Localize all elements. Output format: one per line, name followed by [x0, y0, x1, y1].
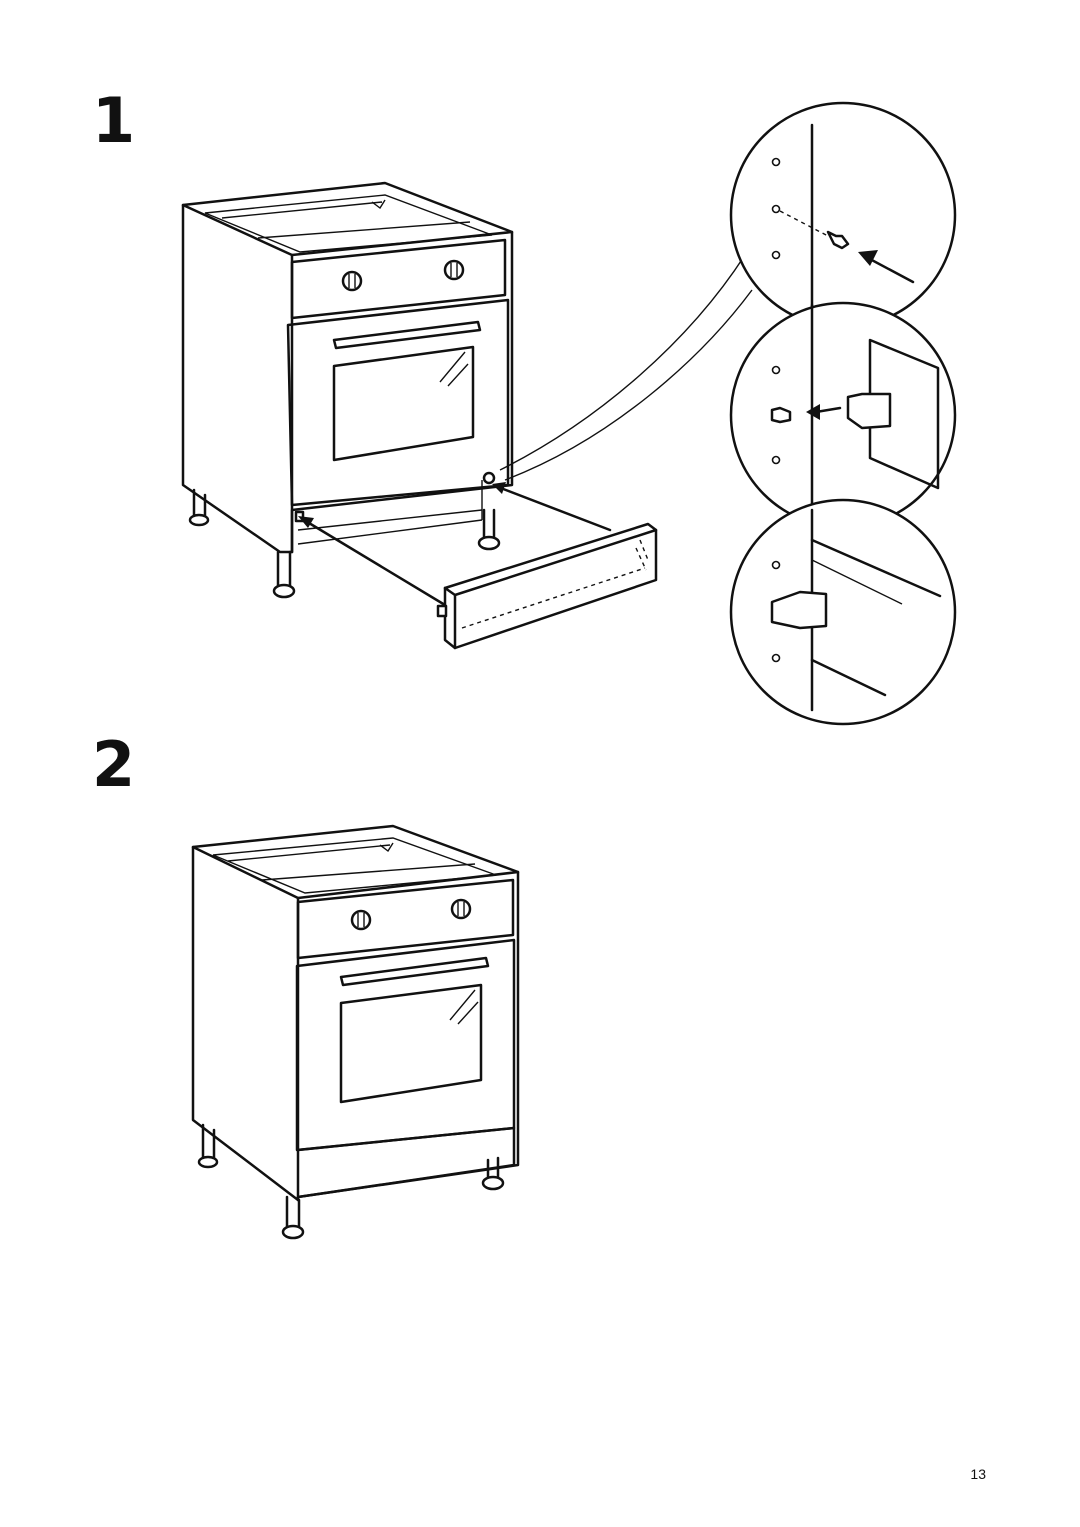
step-2-number: 2 — [92, 728, 136, 801]
step-2-cabinet-illustration — [191, 824, 520, 1240]
step-1-number: 1 — [92, 84, 136, 157]
detail-leader-outer — [499, 254, 746, 471]
detail-circle-b — [729, 301, 957, 529]
detail-leader-inner — [504, 289, 753, 481]
detail-circle-a — [729, 101, 957, 329]
step-1-cabinet-illustration — [181, 181, 658, 650]
page-number: 13 — [970, 1466, 986, 1482]
detail-circle-c — [729, 498, 957, 726]
